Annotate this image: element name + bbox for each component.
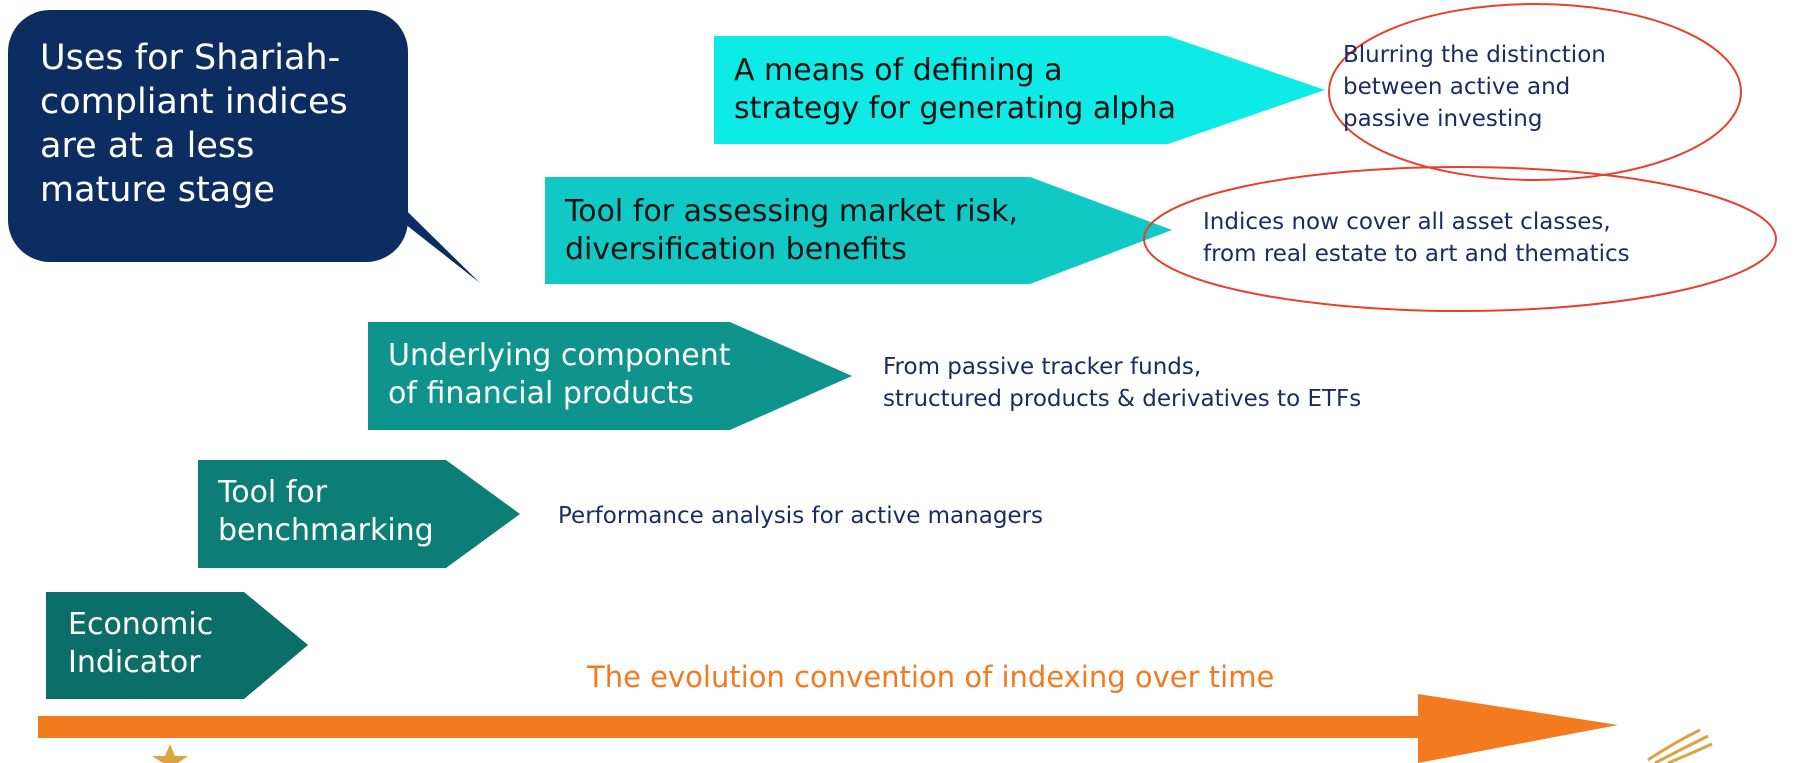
step-label-economic-indicator: Economic Indicator bbox=[68, 606, 213, 682]
step-label-line: of financial products bbox=[388, 376, 694, 411]
step-label-line: strategy for generating alpha bbox=[734, 91, 1176, 126]
step-arrow-alpha bbox=[714, 36, 1325, 144]
star-logo-icon bbox=[152, 744, 188, 763]
step-label-financial-products: Underlying component of financial produc… bbox=[388, 337, 731, 413]
description-financial-products: From passive tracker funds, structured p… bbox=[883, 351, 1361, 415]
step-label-line: Indicator bbox=[68, 645, 201, 680]
step-arrow-benchmarking bbox=[198, 460, 520, 568]
step-label-benchmarking: Tool for benchmarking bbox=[218, 474, 434, 550]
description-line: between active and bbox=[1343, 74, 1571, 100]
step-arrow-economic-indicator bbox=[46, 592, 308, 699]
step-label-market-risk: Tool for assessing market risk, diversif… bbox=[565, 193, 1018, 269]
description-line: structured products & derivatives to ETF… bbox=[883, 386, 1362, 412]
step-arrow-market-risk bbox=[545, 177, 1172, 284]
step-label-line: benchmarking bbox=[218, 513, 434, 548]
description-line: Blurring the distinction bbox=[1343, 42, 1606, 68]
callout-box bbox=[8, 10, 408, 262]
step-label-alpha: A means of defining a strategy for gener… bbox=[734, 52, 1176, 128]
step-label-line: diversification benefits bbox=[565, 232, 907, 267]
description-asset-classes: Indices now cover all asset classes, fro… bbox=[1203, 206, 1630, 270]
highlight-ellipse-active-passive bbox=[1328, 3, 1742, 181]
callout-bubble bbox=[8, 10, 480, 283]
swoosh-logo-icon bbox=[1647, 728, 1713, 763]
callout-text: Uses for Shariah-compliant indices are a… bbox=[40, 38, 348, 210]
timeline-caption: The evolution convention of indexing ove… bbox=[587, 660, 1275, 694]
description-line: passive investing bbox=[1343, 106, 1543, 132]
description-active-passive: Blurring the distinction between active … bbox=[1343, 39, 1606, 135]
description-line: Indices now cover all asset classes, bbox=[1203, 209, 1611, 235]
description-line: Performance analysis for active managers bbox=[558, 503, 1044, 529]
highlight-ellipse-asset-classes bbox=[1143, 166, 1777, 312]
timeline-arrow bbox=[38, 694, 1618, 763]
step-label-line: Underlying component bbox=[388, 338, 731, 373]
description-line: from real estate to art and thematics bbox=[1203, 241, 1630, 267]
description-performance-analysis: Performance analysis for active managers bbox=[558, 500, 1043, 532]
step-label-line: A means of defining a bbox=[734, 53, 1063, 88]
step-label-line: Tool for bbox=[218, 475, 328, 510]
step-label-line: Tool for assessing market risk, bbox=[565, 194, 1019, 229]
description-line: From passive tracker funds, bbox=[883, 354, 1202, 380]
step-label-line: Economic bbox=[68, 607, 214, 642]
step-arrow-financial-products bbox=[368, 322, 852, 430]
